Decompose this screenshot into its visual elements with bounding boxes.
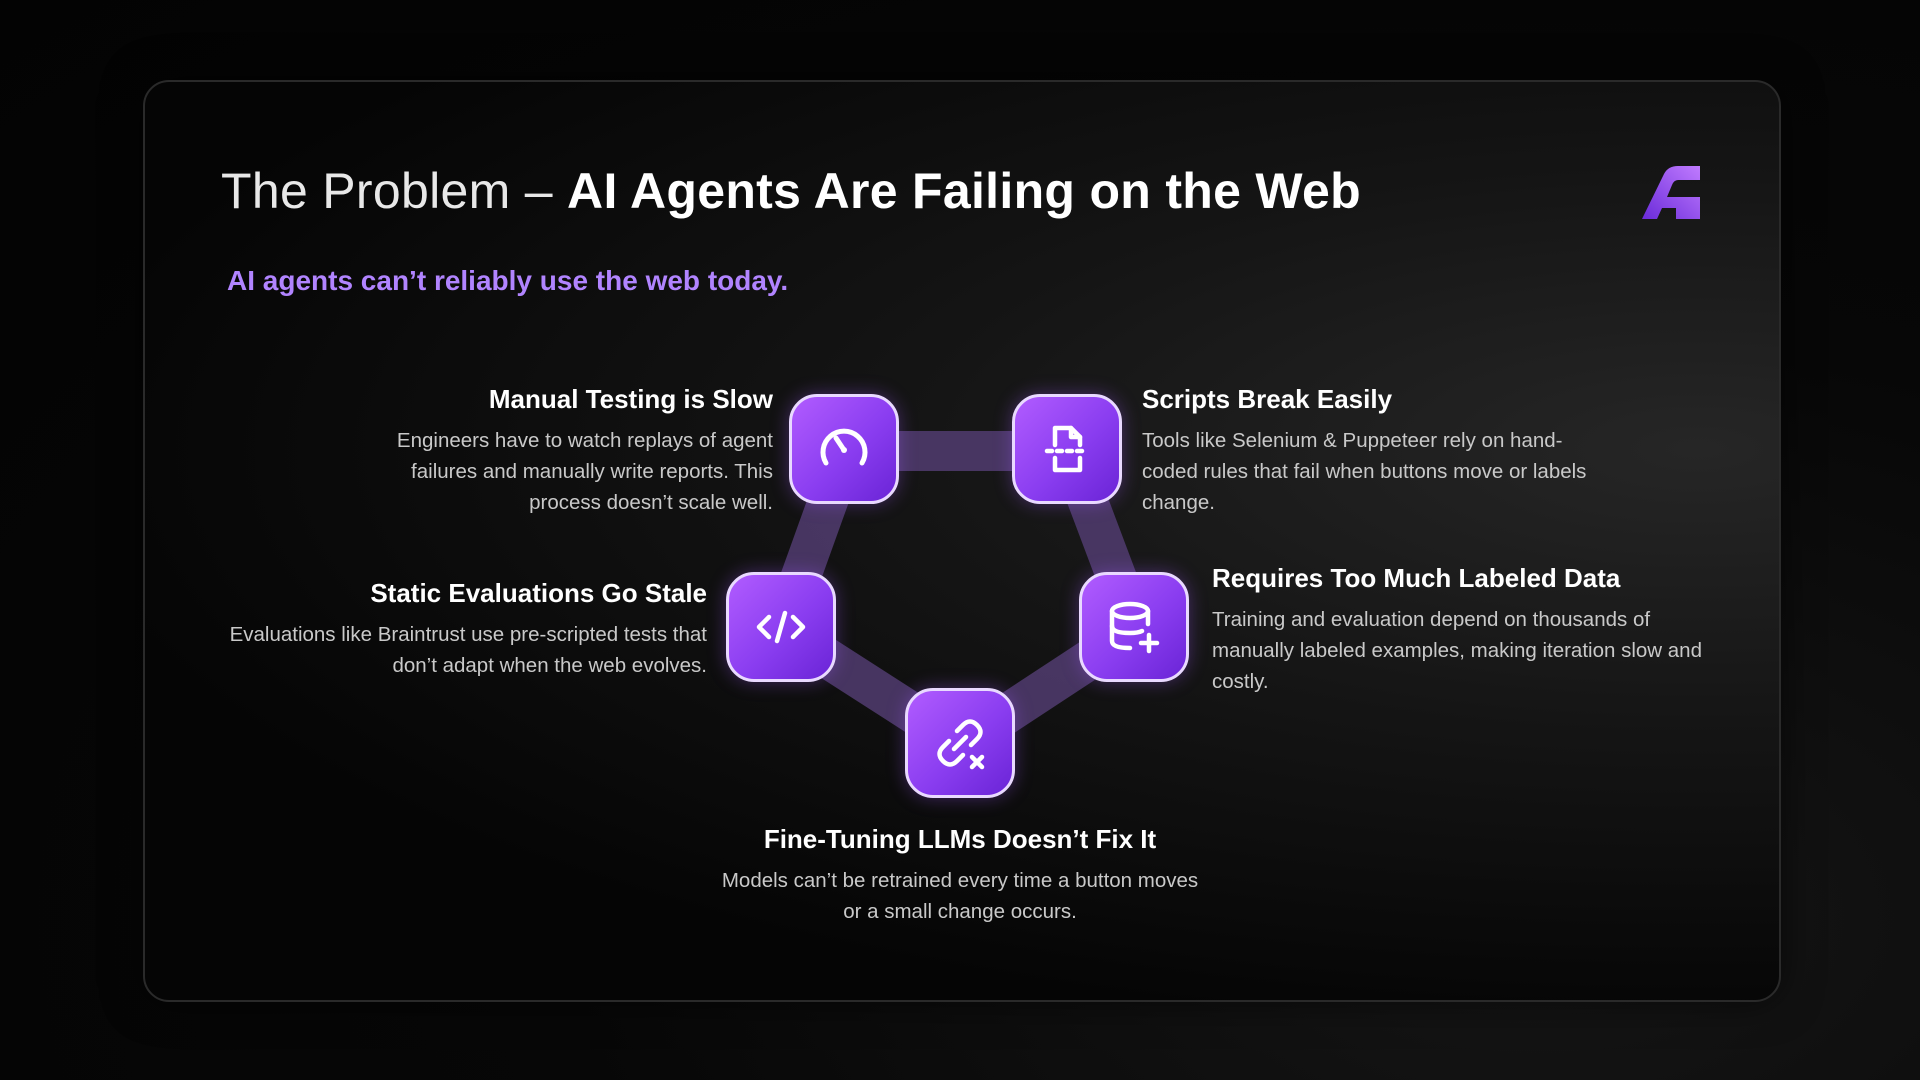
problem-description: Training and evaluation depend on thousa… <box>1212 608 1702 693</box>
slide-card: The Problem – AI Agents Are Failing on t… <box>143 80 1781 1002</box>
problem-description: Tools like Selenium & Puppeteer rely on … <box>1142 429 1587 514</box>
code-icon <box>756 610 806 644</box>
problem-scripts-break: Scripts Break Easily Tools like Selenium… <box>1142 384 1612 518</box>
problem-heading: Static Evaluations Go Stale <box>370 578 707 608</box>
slide-title: The Problem – AI Agents Are Failing on t… <box>221 162 1361 220</box>
broken-link-icon <box>937 719 985 770</box>
node-static-evals <box>726 572 836 682</box>
title-dash: – <box>524 163 553 219</box>
node-fine-tuning <box>905 688 1015 798</box>
speedometer-icon <box>820 428 868 466</box>
problem-manual-testing: Manual Testing is Slow Engineers have to… <box>335 384 773 518</box>
node-scripts-break <box>1012 394 1122 504</box>
title-bold-part: AI Agents Are Failing on the Web <box>567 163 1361 219</box>
slide-subtitle: AI agents can’t reliably use the web tod… <box>227 265 789 296</box>
problem-heading: Requires Too Much Labeled Data <box>1212 563 1621 593</box>
brand-logo-icon <box>1642 166 1700 219</box>
node-labeled-data <box>1079 572 1189 682</box>
title-light-part: The Problem <box>221 163 511 219</box>
database-add-icon <box>1109 601 1160 654</box>
problem-labeled-data: Requires Too Much Labeled Data Training … <box>1212 563 1712 697</box>
problem-static-evals: Static Evaluations Go Stale Evaluations … <box>217 578 707 681</box>
node-manual-testing <box>789 394 899 504</box>
problem-heading: Manual Testing is Slow <box>488 384 773 414</box>
problem-description: Models can’t be retrained every time a b… <box>721 869 1199 923</box>
problem-fine-tuning: Fine-Tuning LLMs Doesn’t Fix It Models c… <box>715 824 1205 927</box>
problem-heading: Fine-Tuning LLMs Doesn’t Fix It <box>763 824 1157 854</box>
problem-heading: Scripts Break Easily <box>1142 384 1393 414</box>
problem-description: Evaluations like Braintrust use pre-scri… <box>229 623 707 677</box>
problem-description: Engineers have to watch replays of agent… <box>396 429 773 514</box>
document-scan-icon <box>1044 425 1090 473</box>
